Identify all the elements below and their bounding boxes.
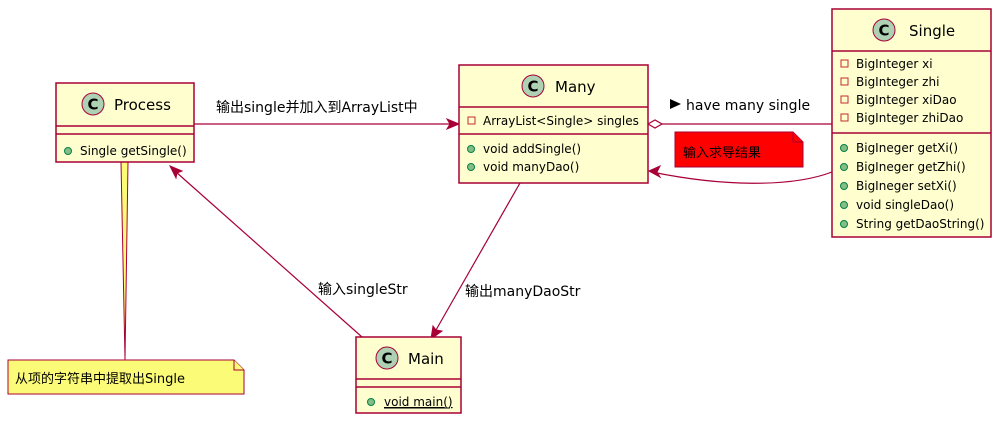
public-method-icon xyxy=(64,147,72,155)
field-item: BigInteger xi xyxy=(856,57,933,71)
private-field-icon xyxy=(840,113,849,122)
class-many[interactable]: C Many ArrayList<Single> singles void ad… xyxy=(458,64,649,184)
note-process: 从项的字符串中提取出Single xyxy=(7,359,245,395)
class-name: Main xyxy=(408,350,444,368)
edge-many-main xyxy=(435,182,521,331)
method-item: void main() xyxy=(384,395,453,409)
private-field-icon xyxy=(467,116,476,125)
arrow-head-main xyxy=(430,324,444,341)
public-method-icon xyxy=(840,182,848,190)
class-name: Single xyxy=(909,22,955,40)
private-field-icon xyxy=(840,95,849,104)
public-method-icon xyxy=(840,163,848,171)
arrow-head-return xyxy=(647,164,662,179)
public-method-icon xyxy=(367,398,375,406)
note-text: 从项的字符串中提取出Single xyxy=(15,371,185,387)
aggregation-diamond xyxy=(646,119,664,129)
edge-label-many-main: 输出manyDaoStr xyxy=(465,284,581,300)
field-item: BigInteger zhi xyxy=(856,75,939,89)
field-item: BigInteger zhiDao xyxy=(856,111,963,125)
class-single[interactable]: C Single BigInteger xi BigInteger zhi Bi… xyxy=(831,8,992,238)
method-item: String getDaoString() xyxy=(856,217,984,231)
method-item: BigIneger setXi() xyxy=(856,179,957,193)
class-name: Many xyxy=(555,78,596,96)
class-name: Process xyxy=(114,96,171,114)
svg-text:C: C xyxy=(527,78,538,96)
private-field-icon xyxy=(840,77,849,86)
method-item: BigIneger getZhi() xyxy=(856,160,966,174)
note-text: 输入求导结果 xyxy=(683,145,761,161)
class-box xyxy=(55,82,195,163)
class-box xyxy=(831,8,992,238)
method-item: BigIneger getXi() xyxy=(856,141,958,155)
public-method-icon xyxy=(467,163,475,171)
public-method-icon xyxy=(840,220,848,228)
public-method-icon xyxy=(840,201,848,209)
public-method-icon xyxy=(467,145,475,153)
edge-label-main-process: 输入singleStr xyxy=(318,282,408,298)
class-badge-icon xyxy=(375,346,399,370)
class-box xyxy=(458,64,649,184)
method-item: void addSingle() xyxy=(483,142,581,156)
class-process[interactable]: C Process Single getSingle() xyxy=(55,82,195,163)
svg-text:C: C xyxy=(87,96,98,114)
class-badge-icon xyxy=(521,74,545,98)
class-main[interactable]: C Main void main() xyxy=(355,336,462,414)
class-badge-icon xyxy=(81,92,105,116)
svg-text:C: C xyxy=(381,350,392,368)
arrow-head-process xyxy=(168,165,184,180)
edges: 输出single并加入到ArrayList中 have many single … xyxy=(120,98,833,361)
public-method-icon xyxy=(840,144,848,152)
svg-text:C: C xyxy=(878,22,889,40)
direction-triangle-icon xyxy=(670,99,681,109)
method-item: Single getSingle() xyxy=(80,144,187,158)
method-item: void manyDao() xyxy=(483,160,579,174)
edge-label-many-single: have many single xyxy=(686,98,810,114)
edge-single-many-return xyxy=(651,171,833,184)
class-badge-icon xyxy=(872,18,896,42)
field-item: BigInteger xiDao xyxy=(856,93,957,107)
note-fold-icon xyxy=(233,360,244,371)
method-item: void singleDao() xyxy=(856,198,954,212)
note-fold-icon xyxy=(792,132,803,143)
edge-label-process-many: 输出single并加入到ArrayList中 xyxy=(216,100,418,116)
note-single: 输入求导结果 xyxy=(674,131,804,168)
field-item: ArrayList<Single> singles xyxy=(483,114,639,128)
private-field-icon xyxy=(840,59,849,68)
note-connector xyxy=(120,161,129,361)
arrow-head-many xyxy=(445,117,461,131)
edge-main-process xyxy=(175,171,363,338)
